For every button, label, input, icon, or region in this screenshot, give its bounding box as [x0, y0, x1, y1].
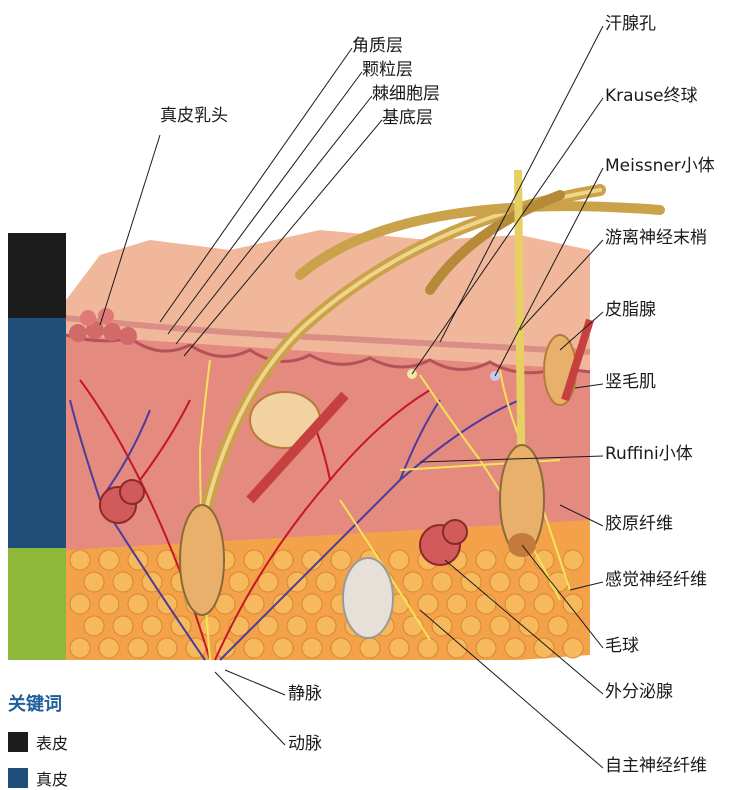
label-krause-bulb: Krause终球	[605, 88, 698, 105]
fat-globule	[432, 572, 452, 592]
fat-globule	[331, 638, 351, 658]
fat-globule	[70, 550, 90, 570]
fat-globule	[142, 616, 162, 636]
label-stratum-corneum: 角质层	[352, 38, 403, 55]
fat-globule	[70, 594, 90, 614]
fat-globule	[548, 616, 568, 636]
fat-globule	[461, 616, 481, 636]
fat-globule	[505, 594, 525, 614]
fat-globule	[316, 616, 336, 636]
fat-globule	[519, 572, 539, 592]
fat-globule	[418, 638, 438, 658]
fat-globule	[302, 638, 322, 658]
legend-label-dermis: 真皮	[36, 766, 68, 790]
label-dermal-papilla: 真皮乳头	[160, 108, 228, 125]
fat-globule	[447, 594, 467, 614]
fat-globule	[563, 594, 583, 614]
fat-globule	[244, 550, 264, 570]
label-sensory-nerve: 感觉神经纤维	[605, 572, 707, 589]
fat-globule	[157, 638, 177, 658]
fat-globule	[331, 550, 351, 570]
legend-item-dermis: 真皮	[8, 766, 68, 790]
label-stratum-granulosum: 颗粒层	[362, 62, 413, 79]
epidermis-bar	[8, 233, 66, 318]
label-stratum-basale: 基底层	[382, 110, 433, 127]
label-free-nerve: 游离神经末梢	[605, 230, 707, 247]
fat-globule	[84, 572, 104, 592]
lamellar-corpuscle	[343, 558, 393, 638]
fat-globule	[287, 616, 307, 636]
label-arrector: 竖毛肌	[605, 374, 656, 391]
legend-swatch-epidermis	[8, 732, 28, 752]
fat-globule	[128, 638, 148, 658]
fat-globule	[476, 594, 496, 614]
fat-globule	[99, 638, 119, 658]
fat-globule	[128, 594, 148, 614]
legend-item-epidermis: 表皮	[8, 730, 68, 754]
label-sebaceous: 皮脂腺	[605, 302, 656, 319]
fat-globule	[389, 550, 409, 570]
fat-globule	[99, 594, 119, 614]
fat-globule	[505, 638, 525, 658]
dermis-bar	[8, 318, 66, 548]
fat-globule	[519, 616, 539, 636]
fat-globule	[273, 550, 293, 570]
label-vein: 静脉	[288, 686, 322, 703]
fat-globule	[113, 616, 133, 636]
label-artery: 动脉	[288, 736, 322, 753]
fat-globule	[563, 638, 583, 658]
fat-globule	[273, 638, 293, 658]
label-collagen: 胶原纤维	[605, 516, 673, 533]
fat-globule	[476, 550, 496, 570]
fat-globule	[490, 616, 510, 636]
legend-title: 关键词	[8, 690, 62, 716]
hair-follicle-left	[180, 505, 224, 615]
fat-globule	[432, 616, 452, 636]
hypodermis-bar	[8, 548, 66, 660]
fat-globule	[403, 572, 423, 592]
legend-swatch-dermis	[8, 768, 28, 788]
fat-globule	[316, 572, 336, 592]
fat-globule	[476, 638, 496, 658]
label-hair-bulb: 毛球	[605, 638, 639, 655]
label-autonomic-nerve: 自主神经纤维	[605, 758, 707, 775]
label-meissner: Meissner小体	[605, 158, 715, 175]
fat-globule	[360, 638, 380, 658]
fat-globule	[244, 638, 264, 658]
fat-globule	[113, 572, 133, 592]
fat-globule	[302, 594, 322, 614]
fat-globule	[99, 550, 119, 570]
fat-globule	[534, 594, 554, 614]
label-sweat-pore: 汗腺孔	[605, 16, 656, 33]
label-stratum-spinosum: 棘细胞层	[372, 86, 440, 103]
fat-globule	[84, 616, 104, 636]
fat-globule	[534, 638, 554, 658]
fat-globule	[490, 572, 510, 592]
fat-globule	[389, 638, 409, 658]
legend-label-epidermis: 表皮	[36, 730, 68, 754]
label-exocrine: 外分泌腺	[605, 684, 673, 701]
fat-globule	[563, 550, 583, 570]
fat-globule	[70, 638, 90, 658]
fat-globule	[403, 616, 423, 636]
label-ruffini: Ruffini小体	[605, 446, 693, 463]
fat-globule	[200, 616, 220, 636]
fat-globule	[229, 572, 249, 592]
fat-globule	[157, 550, 177, 570]
